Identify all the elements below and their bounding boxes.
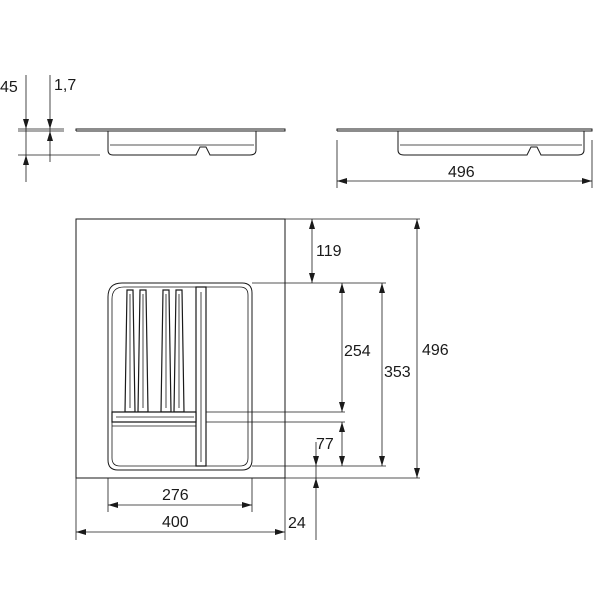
plan-extension-lines: [206, 218, 420, 479]
dim-77-group: 77: [313, 422, 345, 466]
dim-119-group: 119: [309, 219, 342, 283]
side-profile-view: [336, 128, 593, 156]
dim-front-offset: 77: [316, 436, 334, 453]
dim-front-lip: 24: [288, 515, 306, 532]
dim-254-group: 254: [339, 283, 371, 412]
dim-inner-depth: 254: [344, 343, 371, 360]
dim-overall-depth: 496: [422, 342, 449, 359]
dim-276-group: 276: [107, 478, 253, 512]
divider-slots: [124, 289, 185, 413]
dim-height-total: 45: [0, 79, 18, 96]
side-width-dimension: 496: [336, 140, 593, 188]
dim-400-group: 400: [75, 478, 286, 540]
dim-353-group: 353: [379, 283, 411, 466]
plan-view: [75, 218, 286, 479]
dim-24-group: 24: [288, 466, 319, 540]
front-profile-view: [75, 128, 286, 156]
dim-wall-thickness: 1,7: [54, 77, 76, 94]
dim-back-offset: 119: [316, 243, 342, 260]
dim-side-width: 496: [448, 164, 475, 181]
dim-inner-width: 276: [162, 487, 189, 504]
dim-overall-width: 400: [162, 514, 189, 531]
height-dimension-group: 45 1,7: [0, 75, 100, 182]
dim-496-group: 496: [414, 219, 449, 478]
dim-frame-depth: 353: [384, 364, 411, 381]
